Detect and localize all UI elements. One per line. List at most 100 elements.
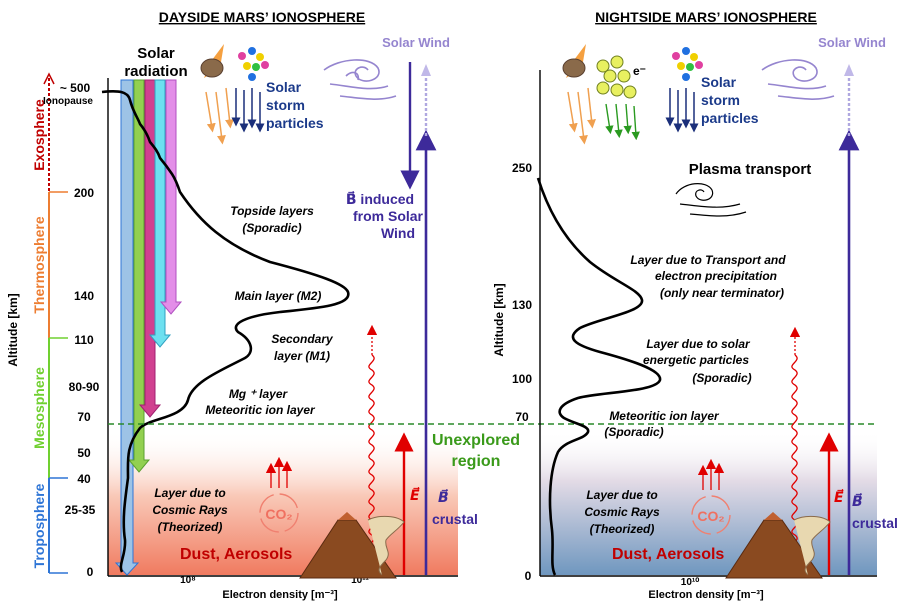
night-volcano-icon <box>725 512 823 579</box>
night-solar-wind-icon <box>761 59 835 100</box>
topside-layer-label: Topside layers <box>230 204 314 218</box>
night-cosmic-layer-label: Cosmic Rays <box>584 505 660 519</box>
nightside-title: NIGHTSIDE MARS’ IONOSPHERE <box>595 9 817 25</box>
mesosphere-label: Mesosphere <box>31 367 47 449</box>
day-volcano-icon <box>299 512 397 579</box>
energetic-layer-label: energetic particles <box>643 353 749 367</box>
transport-layer-label: electron precipitation <box>655 269 777 283</box>
day-storm-label: particles <box>266 115 324 131</box>
night-meteoritic-label: Meteoritic ion layer <box>609 409 720 423</box>
plasma-transport-icon <box>675 183 747 217</box>
day-alt-tick: 50 <box>77 446 91 460</box>
day-alt-tick: 80-90 <box>69 380 100 394</box>
day-co2-cycle-icon <box>259 456 299 533</box>
night-storm-particles-icon <box>665 47 703 133</box>
night-alt-tick: 0 <box>525 569 532 583</box>
day-alt-tick: 40 <box>77 472 91 486</box>
night-co2-cycle-icon <box>691 458 731 535</box>
nightside-panel: NIGHTSIDE MARS’ IONOSPHERE Altitude [km]… <box>492 9 898 601</box>
day-cosmic-ray-wave <box>368 354 375 566</box>
night-density-profile <box>536 177 662 576</box>
night-x-axis-label: Electron density [m⁻³] <box>648 589 764 601</box>
day-storm-label: storm <box>266 97 305 113</box>
night-cosmic-layer-label: Layer due to <box>586 488 657 502</box>
night-alt-tick: 130 <box>512 298 532 312</box>
day-y-axis-label: Altitude [km] <box>6 293 20 366</box>
night-cosmic-ray-wave <box>791 354 798 566</box>
dayside-panel: DAYSIDE MARS’ IONOSPHERE Exosphere Therm… <box>6 9 478 601</box>
day-alt-tick: 110 <box>74 333 94 347</box>
night-co2-label: CO₂ <box>697 508 724 524</box>
mg-layer-label: Meteoritic ion layer <box>205 403 316 417</box>
day-alt-tick: 200 <box>74 186 94 200</box>
euv-arrow <box>127 79 151 473</box>
night-y-axis-label: Altitude [km] <box>492 283 506 356</box>
day-cosmic-layer-label: Cosmic Rays <box>152 503 228 517</box>
night-alt-tick: 100 <box>512 372 532 386</box>
solar-radiation-label: radiation <box>124 63 187 80</box>
day-storm-label: Solar <box>266 79 302 95</box>
electron-cluster-icon <box>596 55 640 141</box>
day-alt-tick: 25-35 <box>65 503 96 517</box>
b-induced-label: Wind <box>381 225 415 241</box>
troposphere-label: Troposphere <box>31 483 47 568</box>
b-induced-label: from Solar <box>353 208 424 224</box>
night-dust-region <box>540 430 877 575</box>
day-e-field-label: E⃗ <box>410 486 420 503</box>
day-solar-wind-icon <box>323 59 397 100</box>
day-co2-label: CO₂ <box>265 506 292 522</box>
plasma-transport-label: Plasma transport <box>689 161 812 178</box>
unexplored-label: Unexplored <box>432 432 520 449</box>
day-cosmic-layer-label: (Theorized) <box>158 520 223 534</box>
ionopause-label: Ionopause <box>43 96 93 107</box>
night-tornado-icon <box>793 515 831 576</box>
night-cosmic-layer-label: (Theorized) <box>590 522 655 536</box>
night-storm-label: particles <box>701 110 759 126</box>
day-alt-tick: 70 <box>77 410 91 424</box>
day-cosmic-layer-label: Layer due to <box>154 486 225 500</box>
transport-layer-label: Layer due to Transport and <box>630 253 786 267</box>
energetic-layer-label: Layer due to solar <box>646 337 751 351</box>
exosphere-label: Exosphere <box>31 99 47 171</box>
main-layer-label: Main layer (M2) <box>235 289 322 303</box>
transport-layer-label: (only near terminator) <box>660 286 784 300</box>
solar-radiation-label: Solar <box>137 45 175 62</box>
night-storm-label: Solar <box>701 74 737 90</box>
day-alt-tick: 140 <box>74 289 94 303</box>
night-meteor-icon <box>562 44 596 145</box>
mg-layer-label: Mg ⁺ layer <box>229 387 289 401</box>
secondary-layer-label: layer (M1) <box>274 349 330 363</box>
night-b-field-label: B⃗ <box>852 492 863 509</box>
night-x-tick: 10¹⁰ <box>681 577 699 588</box>
day-alt-tick: ~ 500 <box>60 81 91 95</box>
secondary-layer-label: Secondary <box>271 332 334 346</box>
dayside-title: DAYSIDE MARS’ IONOSPHERE <box>159 9 365 25</box>
day-x-axis-label: Electron density [m⁻³] <box>222 589 338 601</box>
night-e-field-label: E⃗ <box>834 488 844 505</box>
night-alt-tick: 250 <box>512 161 532 175</box>
topside-layer-label: (Sporadic) <box>242 221 301 235</box>
day-b-field-label: B⃗ <box>438 488 449 505</box>
day-x-tick: 10⁸ <box>180 575 196 586</box>
night-dust-label: Dust, Aerosols <box>612 546 724 563</box>
day-tornado-icon <box>367 515 405 576</box>
night-alt-tick: 70 <box>515 410 529 424</box>
day-density-profile <box>101 89 350 573</box>
day-x-tick: 10¹¹ <box>351 575 369 586</box>
day-meteor-icon <box>200 44 234 145</box>
electron-label: e⁻ <box>633 64 646 78</box>
thermosphere-label: Thermosphere <box>31 216 47 313</box>
hard-xray-arrow <box>159 79 183 315</box>
day-alt-tick: 0 <box>87 565 94 579</box>
night-crustal-label: crustal <box>852 515 898 531</box>
night-meteoritic-label: (Sporadic) <box>604 425 663 439</box>
day-dust-region <box>108 430 458 575</box>
night-solar-wind-label: Solar Wind <box>818 35 886 50</box>
day-solar-wind-label: Solar Wind <box>382 35 450 50</box>
b-induced-label: B⃗ induced <box>346 190 414 207</box>
energetic-layer-label: (Sporadic) <box>692 371 751 385</box>
unexplored-label: region <box>452 453 501 470</box>
day-dust-label: Dust, Aerosols <box>180 546 292 563</box>
day-crustal-label: crustal <box>432 511 478 527</box>
